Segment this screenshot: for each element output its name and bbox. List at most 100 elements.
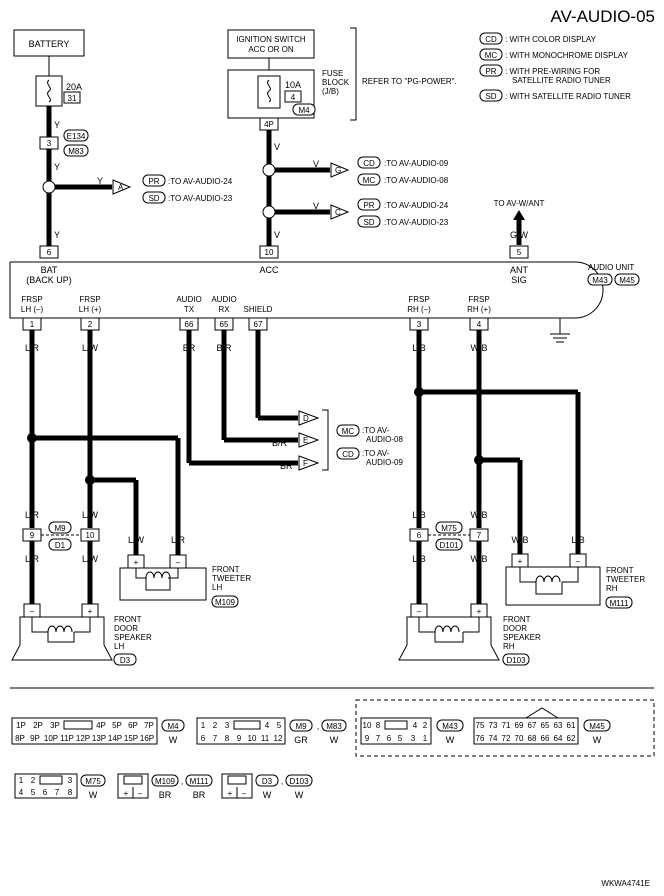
legend: CD : WITH COLOR DISPLAY MC : WITH MONOCH… [479,32,631,102]
plus-terminal: + [477,607,482,616]
terminal-label: (BACK UP) [26,275,72,285]
wire-color: BR [183,343,196,353]
fuse-block-label: FUSE [322,69,343,78]
pin: 7P [144,721,154,730]
reference-text: :TO AV- [362,426,390,435]
lh-wiring: L/R L/W L/W L/R L/R L/W 9 10 M9 D1 L/R L… [22,330,185,604]
pin: 67 [528,721,537,730]
wire-color: L/R [25,554,40,564]
dashed-group [355,699,655,757]
conn-m4: M4 [298,106,310,115]
reference-text: :TO AV-AUDIO-24 [384,201,449,210]
pin: 5 [277,721,282,730]
pin-label: LH (+) [79,305,102,314]
legend-text: : WITH MONOCHROME DISPLAY [505,51,629,60]
pin: 62 [567,734,576,743]
wire-color: L/B [412,510,426,520]
plus-terminal: + [88,607,93,616]
pin: 65 [541,721,550,730]
pin: 66 [541,734,550,743]
pin: 4 [265,721,270,730]
front-door-speaker-rh: – + FRONT DOOR SPEAKER RH D103 [398,603,541,666]
pin: 16P [140,734,154,743]
component-label: TWEETER [212,574,251,583]
component-label: FRONT [606,566,634,575]
fuse-number: 31 [68,94,77,103]
conn-name: M83 [326,722,342,731]
connector-m9: 1 2 3 4 5 6 7 8 9 10 11 12 M9 GR , M83 W [196,717,347,745]
pin: 9 [237,734,242,743]
reference-text: :TO AV-AUDIO-23 [168,194,233,203]
conn-name: M45 [589,722,605,731]
conn-color: GR [294,735,308,745]
connector-m45: 75 73 71 69 67 65 63 61 76 74 72 70 68 6… [473,707,611,745]
component-label: FRONT [114,615,142,624]
pin: 6P [128,721,138,730]
conn-color: BR [193,790,206,800]
conn-name: M4 [167,722,179,731]
terminal-2: 2 [88,320,93,329]
wire-color: B/R [272,438,288,448]
pin: 14P [108,734,122,743]
pin: 69 [515,721,524,730]
pin: 63 [554,721,563,730]
option-code: MC [342,427,355,436]
option-code: SD [148,194,159,203]
conn-name: M109 [155,777,176,786]
conn-m45: M45 [619,276,635,285]
ignition-label: ACC OR ON [248,45,294,54]
conn-color: BR [159,790,172,800]
reference-text: :TO AV-AUDIO-23 [384,218,449,227]
component-label: FRONT [212,565,240,574]
legend-code: PR [485,67,496,76]
legend-code: CD [485,35,497,44]
pin: 10 [248,734,257,743]
wire-color: V [274,142,280,152]
connector-arrow-d: D [303,414,309,423]
wire-color: W/B [471,343,488,353]
pin: 7 [55,788,60,797]
conn-name: M9 [295,722,307,731]
audio-comm-lines: BR BR B/R B/R D E F MC :TO AV- AUDIO-08 … [183,330,403,471]
fuse-amp: 10A [285,80,301,90]
pin-label: FRSP [21,295,42,304]
legend-text: SATELLITE RADIO TUNER [512,76,611,85]
pin: 6 [201,734,206,743]
pin: 1P [16,721,26,730]
pin: 75 [476,721,485,730]
conn-name: M43 [442,722,458,731]
pin-label: AUDIO [211,295,236,304]
connector-arrow-g: G [335,166,341,175]
pin: 3P [50,721,60,730]
inline-terminal: 10 [86,531,95,540]
wire-color: Y [54,120,60,130]
wire-color: V [274,230,280,240]
terminal-1: 1 [30,320,35,329]
component-label: DOOR [114,624,138,633]
pin: 15P [124,734,138,743]
pin: 3 [68,776,73,785]
wire-color: V [313,159,319,169]
minus-terminal: – [576,557,581,566]
pin-label: TX [184,305,195,314]
plus-terminal: + [518,557,523,566]
pin-label: FRSP [408,295,429,304]
pin-label: AUDIO [176,295,201,304]
component-label: LH [212,583,222,592]
fuse-number: 4 [291,93,296,102]
pin-label: RX [218,305,230,314]
pin: 1 [19,776,24,785]
minus-terminal: – [417,607,422,616]
pin: 5P [112,721,122,730]
pin: 9 [365,734,370,743]
conn-color: W [330,735,339,745]
conn-color: W [89,790,98,800]
pin: + [124,789,129,798]
pin: 7 [213,734,218,743]
conn-m43: M43 [592,276,608,285]
pin: 72 [502,734,511,743]
terminal-acc: 10 [265,248,274,257]
pin-label: SHIELD [244,305,273,314]
component-label: RH [606,584,618,593]
wire-color: L/B [412,554,426,564]
